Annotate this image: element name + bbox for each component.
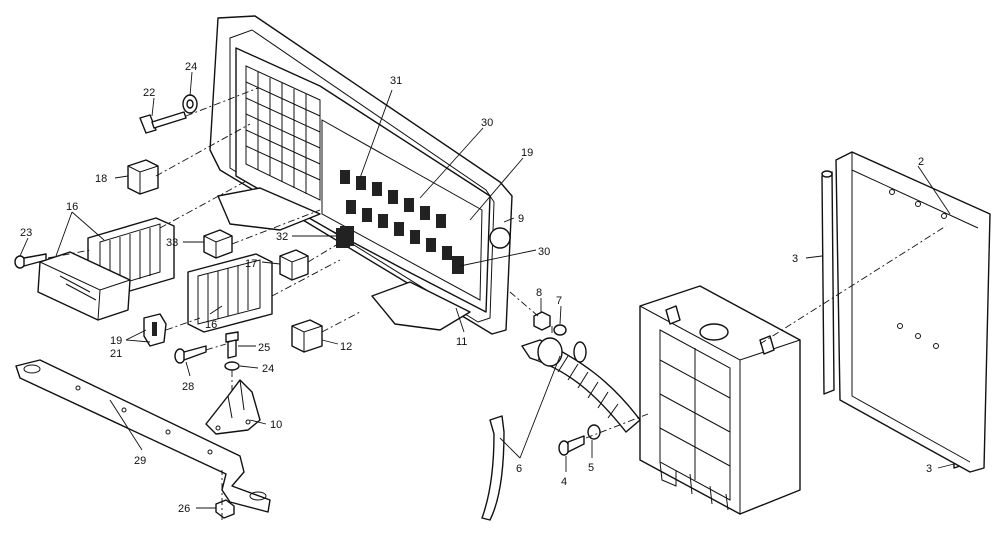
callout-32: 32 bbox=[276, 231, 288, 243]
callout-24: 24 bbox=[185, 61, 197, 73]
connector-cover-16 bbox=[37, 251, 131, 321]
callout-12: 12 bbox=[340, 341, 352, 353]
callout-3: 3 bbox=[926, 463, 932, 475]
clip-19-21 bbox=[143, 313, 167, 347]
relay-12 bbox=[291, 319, 323, 353]
callout-18: 18 bbox=[95, 173, 107, 185]
callout-2: 2 bbox=[918, 156, 924, 168]
callout-16: 16 bbox=[205, 319, 217, 331]
callout-4: 4 bbox=[561, 476, 567, 488]
callout-25: 25 bbox=[258, 342, 270, 354]
callout-28: 28 bbox=[182, 381, 194, 393]
relay-33 bbox=[203, 229, 233, 259]
screw-28 bbox=[174, 345, 207, 364]
callout-33: 33 bbox=[166, 237, 178, 249]
rod-3-upper bbox=[821, 170, 835, 395]
nut-8 bbox=[533, 311, 551, 331]
callout-30: 30 bbox=[538, 246, 550, 258]
callout-21: 21 bbox=[110, 348, 122, 360]
relay-18 bbox=[127, 159, 159, 195]
callout-5: 5 bbox=[588, 462, 594, 474]
callout-9: 9 bbox=[518, 213, 524, 225]
callout-3: 3 bbox=[792, 253, 798, 265]
strap-29 bbox=[15, 359, 271, 513]
mounting-bracket-2 bbox=[835, 151, 991, 473]
washer-5 bbox=[587, 424, 601, 440]
callout-19: 19 bbox=[110, 335, 122, 347]
bolt-22 bbox=[139, 111, 187, 134]
fuse-grid bbox=[245, 65, 321, 201]
callout-11: 11 bbox=[456, 336, 467, 348]
callout-8: 8 bbox=[536, 287, 542, 299]
cable-tie-6 bbox=[481, 415, 505, 521]
callout-31: 31 bbox=[390, 75, 402, 87]
leader-lines bbox=[19, 71, 955, 509]
callout-17: 17 bbox=[245, 258, 257, 270]
bolt-25 bbox=[225, 331, 239, 359]
bracket-10 bbox=[205, 379, 261, 435]
washer-7 bbox=[553, 324, 567, 336]
relay-field bbox=[321, 119, 483, 301]
callout-7: 7 bbox=[556, 295, 562, 307]
screw-23 bbox=[14, 253, 47, 269]
washer-24 bbox=[182, 94, 198, 114]
callout-29: 29 bbox=[134, 455, 146, 467]
washer-24-lower bbox=[224, 361, 240, 371]
callout-19: 19 bbox=[521, 147, 533, 159]
control-unit bbox=[639, 285, 801, 515]
callout-16: 16 bbox=[66, 201, 78, 213]
relay-32 bbox=[336, 228, 350, 248]
bolt-4 bbox=[558, 435, 585, 456]
callout-6: 6 bbox=[516, 463, 522, 475]
callout-30: 30 bbox=[481, 117, 493, 129]
callout-22: 22 bbox=[143, 87, 155, 99]
relay-17 bbox=[279, 249, 309, 281]
alignment-lines bbox=[47, 87, 947, 520]
corrugated-hose bbox=[521, 337, 641, 433]
callout-10: 10 bbox=[270, 419, 282, 431]
callout-numbers: 31 24 22 30 19 18 9 16 23 33 32 30 17 2 … bbox=[20, 61, 932, 515]
callout-26: 26 bbox=[178, 503, 190, 515]
callout-24: 24 bbox=[262, 363, 274, 375]
nut-26 bbox=[215, 499, 235, 519]
connector-16-lower bbox=[187, 253, 273, 333]
callout-23: 23 bbox=[20, 227, 32, 239]
